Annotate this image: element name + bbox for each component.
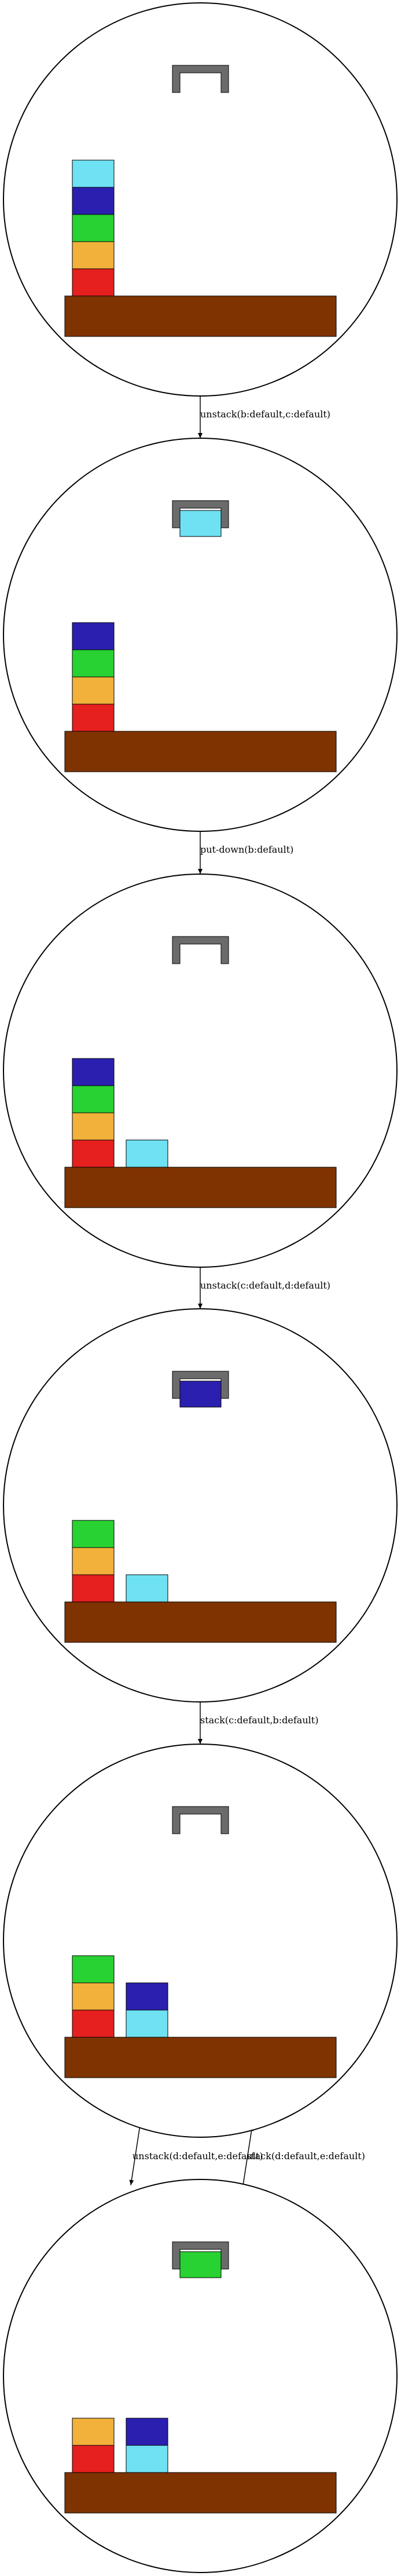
block-a bbox=[72, 1139, 115, 1168]
block-e bbox=[72, 1112, 115, 1141]
block-a bbox=[72, 704, 115, 732]
state-circle bbox=[3, 2179, 398, 2573]
block-a bbox=[72, 1574, 115, 1602]
block-b bbox=[126, 2445, 168, 2473]
block-e bbox=[72, 676, 115, 705]
state-node-2 bbox=[3, 874, 398, 1268]
block-d bbox=[72, 1085, 115, 1113]
transition-label: stack(c:default,b:default) bbox=[200, 1715, 318, 1726]
block-c bbox=[126, 1982, 168, 2011]
block-a bbox=[72, 2009, 115, 2038]
held-block-d bbox=[179, 2251, 222, 2278]
transition-arrow bbox=[242, 2125, 254, 2186]
block-b bbox=[72, 160, 115, 188]
transition-edge-1: put-down(b:default) bbox=[198, 831, 293, 874]
transition-edge-4: unstack(d:default,e:default) bbox=[129, 2125, 263, 2186]
gripper bbox=[172, 65, 229, 93]
transition-label: unstack(b:default,c:default) bbox=[200, 409, 330, 420]
state-node-5 bbox=[3, 2179, 398, 2573]
block-b bbox=[126, 1574, 168, 1602]
block-d bbox=[72, 1520, 115, 1548]
transition-label: unstack(d:default,e:default) bbox=[133, 2151, 263, 2162]
gripper bbox=[172, 1806, 229, 1834]
transition-edge-2: unstack(c:default,d:default) bbox=[198, 1267, 330, 1309]
gripper bbox=[172, 936, 229, 964]
block-d bbox=[72, 1955, 115, 1983]
state-node-3 bbox=[3, 1308, 398, 1702]
block-a bbox=[72, 268, 115, 297]
table bbox=[64, 2472, 337, 2514]
held-block-c bbox=[179, 1380, 222, 1408]
block-e bbox=[72, 2418, 115, 2446]
table bbox=[64, 2037, 337, 2078]
state-circle bbox=[3, 2, 398, 397]
transition-label: put-down(b:default) bbox=[200, 844, 293, 855]
table bbox=[64, 1601, 337, 1643]
block-c bbox=[72, 622, 115, 650]
block-c bbox=[72, 1058, 115, 1086]
table bbox=[64, 1167, 337, 1208]
state-node-4 bbox=[3, 1744, 398, 2138]
block-d bbox=[72, 649, 115, 678]
transition-label: stack(d:default,e:default) bbox=[247, 2151, 365, 2162]
transition-edge-0: unstack(b:default,c:default) bbox=[198, 396, 330, 438]
block-c bbox=[72, 187, 115, 215]
block-b bbox=[126, 1139, 168, 1168]
state-node-0 bbox=[3, 2, 398, 397]
state-circle bbox=[3, 874, 398, 1268]
table bbox=[64, 731, 337, 772]
state-node-1 bbox=[3, 438, 398, 832]
block-e bbox=[72, 1547, 115, 1575]
block-d bbox=[72, 214, 115, 242]
transition-arrow bbox=[129, 2125, 141, 2186]
transition-edge-5: stack(d:default,e:default) bbox=[242, 2125, 365, 2186]
block-c bbox=[126, 2418, 168, 2446]
state-circle bbox=[3, 1308, 398, 1702]
table bbox=[64, 295, 337, 337]
block-a bbox=[72, 2445, 115, 2473]
transition-label: unstack(c:default,d:default) bbox=[200, 1280, 330, 1291]
block-e bbox=[72, 241, 115, 269]
block-b bbox=[126, 2009, 168, 2038]
state-circle bbox=[3, 1744, 398, 2138]
block-e bbox=[72, 1982, 115, 2011]
transition-edge-3: stack(c:default,b:default) bbox=[198, 1702, 318, 1744]
held-block-b bbox=[179, 510, 222, 537]
state-circle bbox=[3, 438, 398, 832]
